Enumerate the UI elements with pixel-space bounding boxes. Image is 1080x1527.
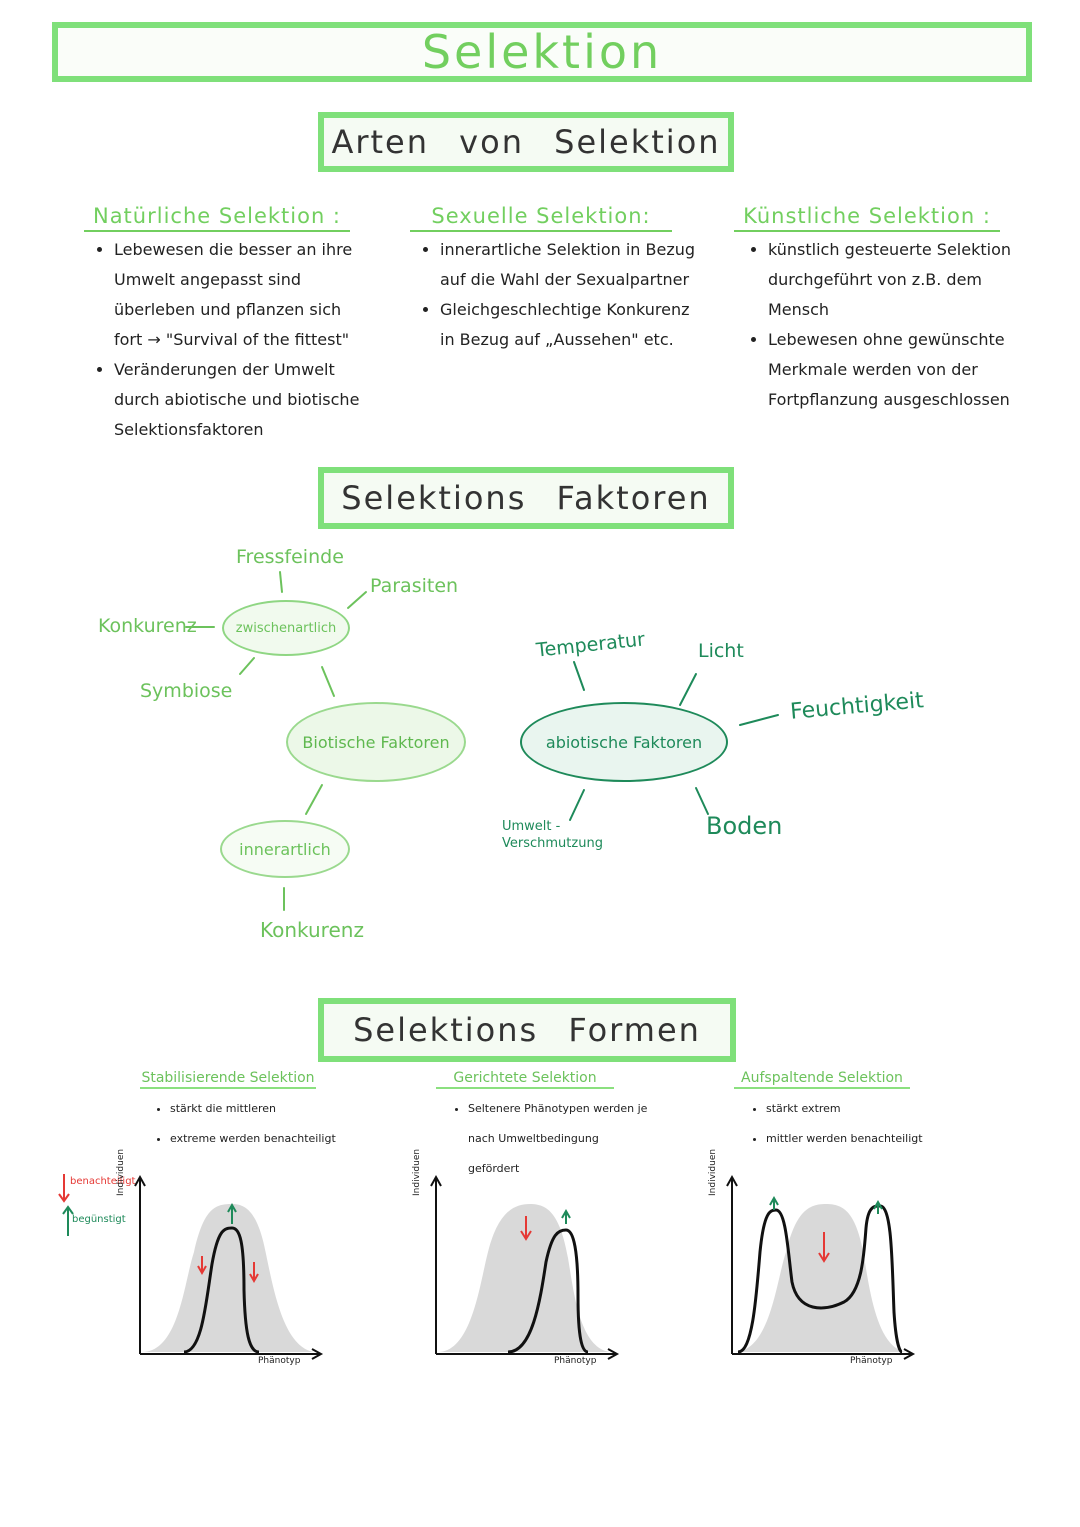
y-axis-label: Individuen (116, 1148, 126, 1196)
gerichtete-list: Seltenere Phänotypen werden je nach Umwe… (450, 1094, 648, 1184)
distribution-before (438, 1204, 610, 1352)
x-axis-label: Phänotyp (554, 1356, 597, 1366)
natuerliche-list: Lebewesen die besser an ihre Umwelt ange… (86, 235, 364, 445)
licht-label: Licht (698, 640, 744, 662)
formen-heading: Selektions Formen (353, 1011, 701, 1049)
konkurenz-in-label: Konkurenz (260, 918, 364, 942)
down-arrow-icon (818, 1232, 830, 1263)
boden-label: Boden (706, 812, 783, 840)
umwelt-label: Umwelt - Verschmutzung (502, 819, 603, 851)
up-arrow-icon (769, 1195, 779, 1210)
natuerliche-heading: Natürliche Selektion : (84, 204, 350, 232)
distribution-before (142, 1204, 314, 1352)
innerartlich-label: innerartlich (239, 839, 331, 859)
abiotische-ellipse: abiotische Faktoren (520, 702, 728, 782)
up-arrow-icon (873, 1199, 883, 1214)
down-arrow-icon (197, 1256, 207, 1276)
distribution-before (734, 1204, 906, 1352)
list-item: extreme werden benachteiligt (170, 1124, 350, 1154)
up-arrow-icon (227, 1202, 237, 1224)
distribution-after (737, 1204, 903, 1354)
gerichtete-heading: Gerichtete Selektion (436, 1070, 614, 1089)
list-item: Gleichgeschlechtige Konkurenz in Bezug a… (440, 295, 696, 355)
arten-heading: Arten von Selektion (331, 123, 721, 161)
graph-gerichtet (430, 1174, 620, 1360)
distribution-after (183, 1226, 260, 1354)
legend-good-label: begünstigt (72, 1214, 126, 1225)
stabilisierende-list: stärkt die mittleren extreme werden bena… (152, 1094, 350, 1154)
zwischenartlich-ellipse: zwischenartlich (222, 600, 350, 656)
graph-aufspaltend (726, 1174, 916, 1360)
kuenstliche-list: künstlich gesteuerte Selektion durchgefü… (740, 235, 1038, 415)
y-axis-label: Individuen (708, 1148, 718, 1196)
page-title: Selektion (421, 25, 663, 79)
fressfeinde-label: Fressfeinde (236, 546, 344, 568)
graph-stabilisierend (134, 1174, 324, 1360)
sexuelle-list: innerartliche Selektion in Bezug auf die… (412, 235, 696, 355)
stabilisierende-heading: Stabilisierende Selektion (140, 1070, 316, 1089)
faktoren-heading-box: Selektions Faktoren (318, 467, 734, 529)
formen-heading-box: Selektions Formen (318, 998, 736, 1062)
x-axis-label: Phänotyp (850, 1356, 893, 1366)
legend-good-arrow-icon (62, 1205, 74, 1236)
list-item: Lebewesen die besser an ihre Umwelt ange… (114, 235, 364, 355)
zwischenartlich-label: zwischenartlich (235, 620, 337, 636)
legend-bad-arrow-icon (58, 1174, 70, 1203)
legend-bad-label: benachteiligt (70, 1176, 136, 1187)
down-arrow-icon (249, 1262, 259, 1284)
list-item: stärkt die mittleren (170, 1094, 350, 1124)
y-axis-label: Individuen (412, 1148, 422, 1196)
symbiose-label: Symbiose (140, 680, 233, 702)
title-box: Selektion (52, 22, 1032, 82)
x-axis-label: Phänotyp (258, 1356, 301, 1366)
list-item: Seltenere Phänotypen werden je nach Umwe… (468, 1094, 648, 1184)
list-item: künstlich gesteuerte Selektion durchgefü… (768, 235, 1038, 325)
list-item: stärkt extrem (766, 1094, 946, 1124)
down-arrow-icon (520, 1216, 532, 1241)
biotische-label: Biotische Faktoren (302, 732, 450, 752)
biotische-ellipse: Biotische Faktoren (286, 702, 466, 782)
konkurenz-zw-label: Konkurenz (98, 615, 197, 637)
faktoren-heading: Selektions Faktoren (341, 479, 711, 517)
aufspaltende-heading: Aufspaltende Selektion (734, 1070, 910, 1089)
parasiten-label: Parasiten (370, 575, 459, 597)
up-arrow-icon (561, 1208, 571, 1224)
sexuelle-heading: Sexuelle Selektion: (410, 204, 672, 232)
distribution-after (507, 1228, 589, 1354)
abiotische-label: abiotische Faktoren (545, 732, 703, 752)
legend: benachteiligt begünstigt (56, 1170, 136, 1240)
list-item: mittler werden benachteiligt (766, 1124, 946, 1154)
kuenstliche-heading: Künstliche Selektion : (734, 204, 1000, 232)
aufspaltende-list: stärkt extrem mittler werden benachteili… (748, 1094, 946, 1154)
list-item: innerartliche Selektion in Bezug auf die… (440, 235, 696, 295)
faktoren-connectors (185, 571, 779, 911)
innerartlich-ellipse: innerartlich (220, 820, 350, 878)
list-item: Lebewesen ohne gewünschte Merkmale werde… (768, 325, 1038, 415)
arten-heading-box: Arten von Selektion (318, 112, 734, 172)
list-item: Veränderungen der Umwelt durch abiotisch… (114, 355, 364, 445)
